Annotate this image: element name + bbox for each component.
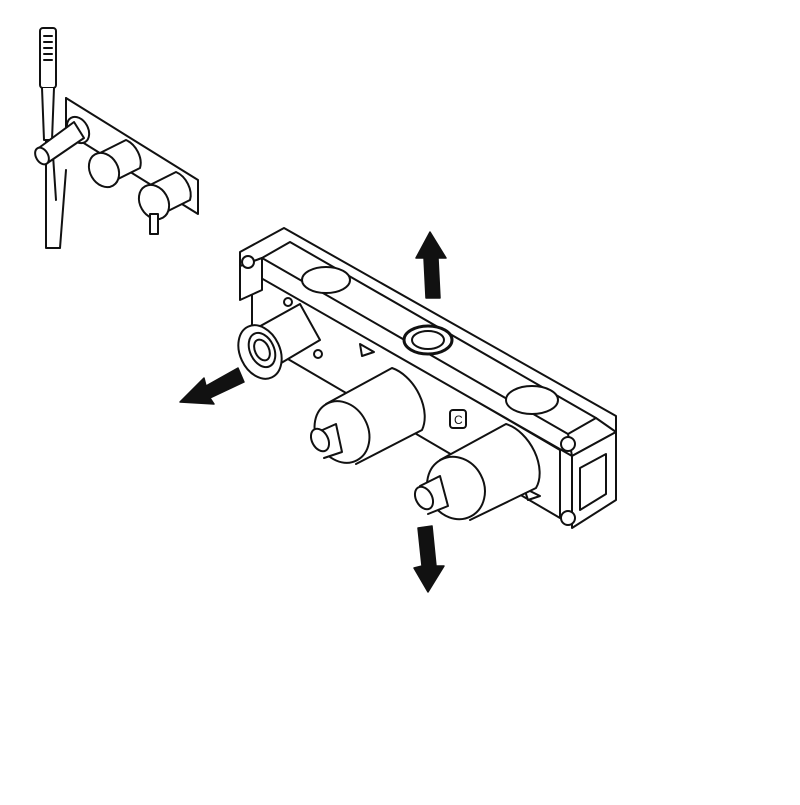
control-knob-lower-icon: [137, 171, 192, 235]
triangle-marking-icon: [359, 343, 375, 357]
port-left: [237, 297, 323, 380]
top-opening-right: [505, 385, 559, 415]
c-marking-label: C: [454, 413, 463, 427]
c-marking-icon: C: [449, 409, 467, 429]
outlet-left-arrow-icon: [179, 367, 245, 405]
cartridge-upper: [309, 367, 426, 465]
corner-screw-top-left: [241, 255, 255, 269]
corner-screw-top-right: [560, 436, 576, 452]
top-opening-left: [301, 266, 351, 294]
outlet-down-arrow-icon: [413, 525, 445, 593]
corner-screw-bottom-right: [560, 510, 576, 526]
shower-holder-icon: [34, 115, 91, 166]
cartridge-lower: [413, 423, 541, 521]
top-opening-center: [402, 324, 454, 356]
hand-shower-icon: [39, 27, 67, 249]
outlet-up-arrow-icon: [415, 231, 447, 299]
control-knob-upper-icon: [87, 139, 142, 189]
thumbnail-shower-assembly: [34, 27, 199, 249]
